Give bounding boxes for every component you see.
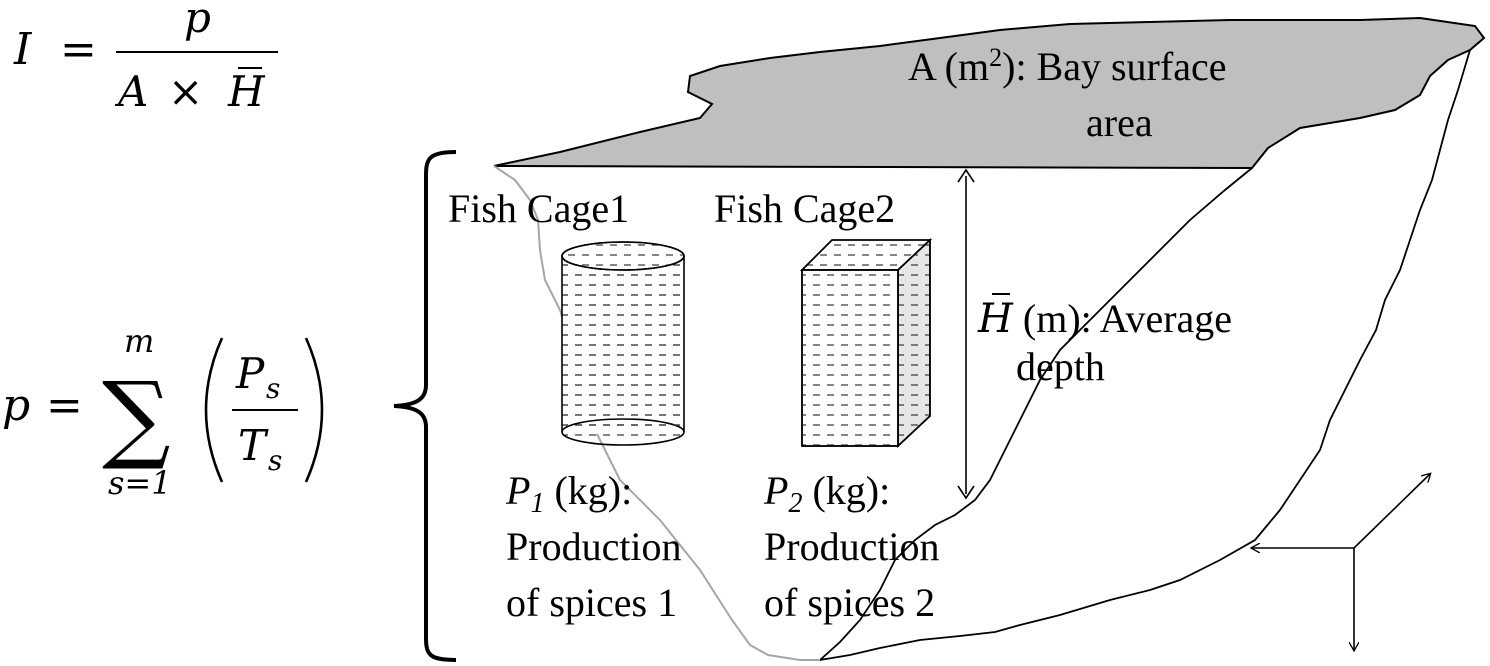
curly-brace bbox=[393, 150, 457, 662]
p1-label-line3: of spices 1 bbox=[506, 580, 677, 625]
bay-area-superscript: 2 bbox=[989, 43, 1002, 72]
cage-1-title: Fish Cage1 bbox=[448, 186, 629, 231]
formula-p-denominator: T bbox=[238, 421, 269, 470]
formula-i-equals: = bbox=[60, 24, 97, 75]
formula-p-sum-sign: ∑ bbox=[102, 361, 171, 473]
depth-arrow-top-head bbox=[957, 168, 975, 183]
formula-i-numerator: p bbox=[184, 0, 211, 42]
formula-i-denominator-h: H bbox=[227, 67, 266, 116]
formula-p-equals: = bbox=[46, 380, 83, 431]
p1-label-line1: P1 (kg): bbox=[505, 468, 632, 519]
depth-label-line1: H (m): Average bbox=[977, 296, 1232, 342]
axes-icon bbox=[1252, 474, 1430, 650]
formula-i-times: × bbox=[168, 67, 203, 116]
cage-2-title: Fish Cage2 bbox=[714, 186, 895, 231]
p2-label-line1: P2 (kg): bbox=[763, 468, 890, 519]
bay-area-label-line2: area bbox=[1086, 100, 1153, 145]
fish-cage-2 bbox=[800, 238, 933, 448]
formula-p-lhs: p bbox=[2, 380, 30, 431]
bay-left-boundary bbox=[493, 165, 820, 661]
depth-arrow-bottom-head bbox=[957, 485, 975, 500]
intensity-formula: I = p A × H bbox=[13, 0, 278, 116]
depth-symbol: H bbox=[977, 296, 1014, 342]
bay-body-outline bbox=[819, 49, 1471, 661]
p2-label-line3: of spices 2 bbox=[764, 580, 935, 625]
depth-label-line2: depth bbox=[1016, 344, 1105, 389]
formula-i-denominator-a: A bbox=[114, 67, 148, 116]
formula-p-upper-limit: m bbox=[124, 322, 154, 360]
formula-p-denominator-sub: s bbox=[268, 444, 282, 477]
formula-p-numerator-sub: s bbox=[266, 372, 280, 405]
bay-inner-slope bbox=[819, 167, 1253, 661]
production-formula: p = m ∑ s=1 P s T s bbox=[2, 322, 324, 502]
bay-area-label-line1: A (m2): Bay surface bbox=[908, 43, 1226, 89]
formula-p-left-paren bbox=[204, 337, 224, 483]
bay-surface bbox=[493, 16, 1486, 170]
formula-p-right-paren bbox=[304, 337, 324, 483]
formula-p-numerator: P bbox=[235, 349, 265, 398]
formula-p-lower-limit: s=1 bbox=[108, 464, 172, 502]
p2-label-line2: Production bbox=[764, 524, 940, 569]
formula-i-lhs: I bbox=[13, 24, 33, 75]
fish-cage-1 bbox=[561, 241, 685, 446]
p1-label-line2: Production bbox=[506, 524, 682, 569]
